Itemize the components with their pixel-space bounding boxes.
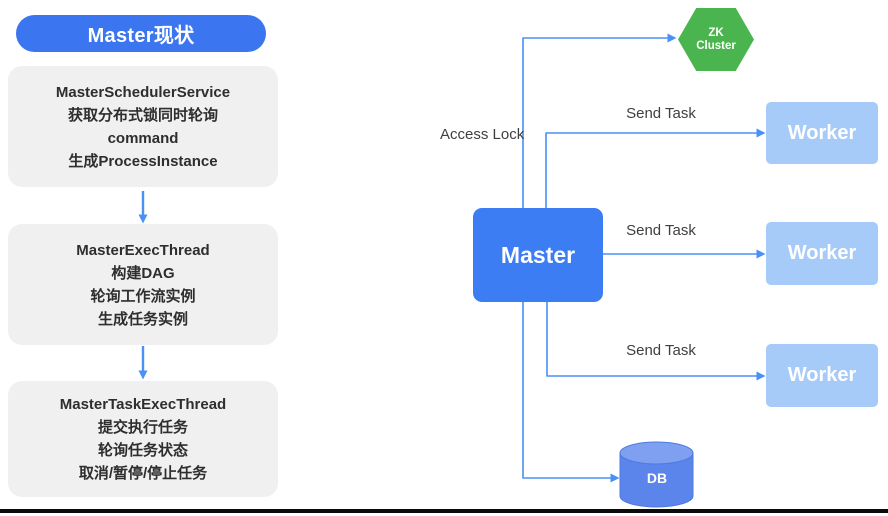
step-line: 提交执行任务 [97, 419, 188, 436]
step-line: 取消/暂停/停止任务 [78, 465, 208, 482]
edge-master-to-db [522, 302, 620, 483]
flow-step-master-exec-thread: MasterExecThread 构建DAG 轮询工作流实例 生成任务实例 [8, 224, 278, 345]
zk-cluster-node: ZK Cluster [678, 8, 754, 71]
worker-node-2: Worker [766, 222, 878, 285]
worker-node-1: Worker [766, 102, 878, 164]
step-line: MasterTaskExecThread [59, 396, 227, 413]
edge-label-send-task-1: Send Task [626, 105, 696, 122]
worker-label: Worker [787, 364, 857, 386]
edge-label-access-lock: Access Lock [440, 126, 525, 143]
step-line: 生成任务实例 [97, 310, 188, 328]
step-line: 轮询任务状态 [97, 442, 188, 459]
master-label: Master [500, 241, 576, 268]
edge-master-to-zk [522, 33, 677, 208]
database-cylinder-icon [619, 441, 694, 508]
edge-master-to-worker1 [545, 128, 766, 208]
edge-label-send-task-2: Send Task [626, 222, 696, 239]
step-line: 生成ProcessInstance [68, 152, 218, 170]
step-line: 获取分布式锁同时轮询 [67, 106, 218, 124]
worker-label: Worker [787, 242, 857, 264]
step-line: MasterExecThread [76, 241, 210, 259]
step-line: command [107, 129, 179, 147]
worker-node-3: Worker [766, 344, 878, 407]
step-line: 轮询工作流实例 [90, 287, 196, 305]
db-label: DB [646, 470, 668, 486]
edge-master-to-worker3 [546, 302, 766, 381]
flow-step-master-scheduler-service: MasterSchedulerService 获取分布式锁同时轮询 comman… [8, 66, 278, 187]
zk-cluster-label: ZK Cluster [696, 26, 736, 52]
flow-title: Master现状 [16, 15, 266, 52]
edge-label-send-task-3: Send Task [626, 342, 696, 359]
master-node: Master [473, 208, 603, 302]
slide-bottom-border [0, 509, 888, 513]
flow-title-label: Master现状 [87, 25, 195, 47]
step-line: MasterSchedulerService [55, 83, 231, 101]
worker-label: Worker [787, 121, 857, 144]
step-line: 构建DAG [111, 264, 175, 282]
flow-step-master-task-exec-thread: MasterTaskExecThread 提交执行任务 轮询任务状态 取消/暂停… [8, 381, 278, 497]
